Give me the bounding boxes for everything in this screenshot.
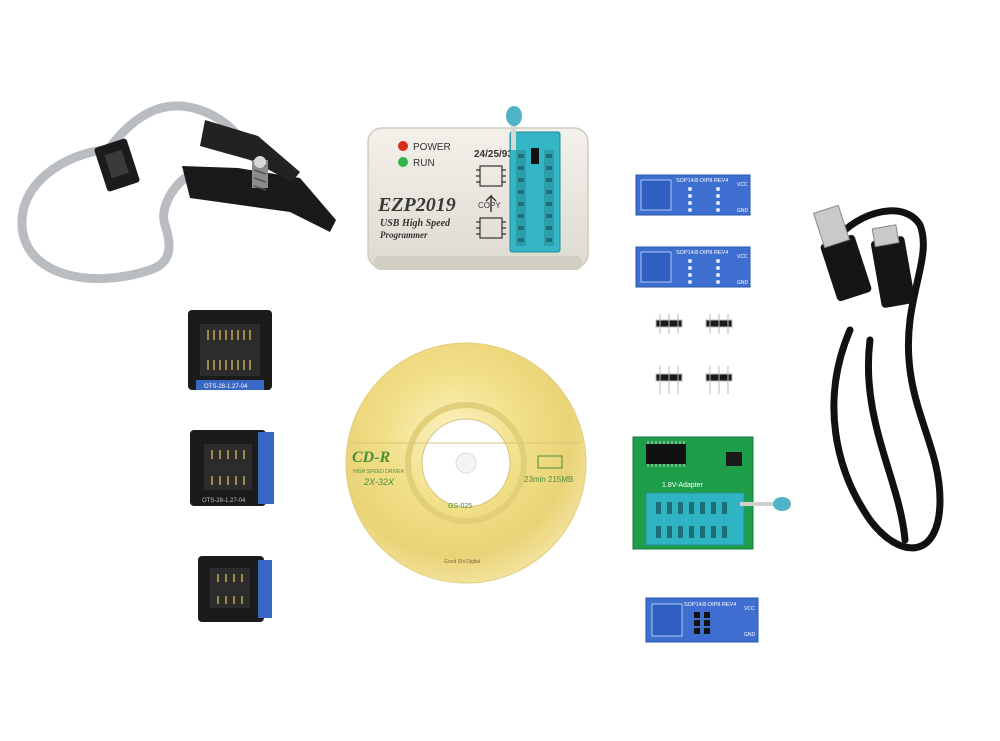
adapter-bottom-label: SOP14/8-DIP8 REV4 — [684, 602, 736, 608]
cd-logo-icon — [537, 455, 563, 469]
cd-brand: CD-R — [352, 449, 391, 466]
sop8-adapter-top: SOP14/8-DIP8 REV4 VCC GND — [635, 174, 751, 216]
chip-series-label: 24/25/93 — [474, 149, 513, 160]
subtitle-line2: Programmer — [380, 230, 428, 240]
zif-lever-icon — [506, 106, 522, 126]
usb-cable — [812, 204, 944, 552]
sop8-adapter-bottom: SOP14/8-DIP8 REV4 VCC GND — [645, 597, 759, 643]
adapter-1v8: 1.8V-Adapter — [632, 436, 791, 550]
usb-programmer: POWER RUN 24/25/93 COPY EZP2019 USB High… — [367, 106, 589, 270]
adapter-top-label: SOP14/8-DIP8 REV4 — [676, 178, 728, 184]
power-led-icon — [398, 141, 408, 151]
soic-test-clip — [17, 101, 336, 284]
cd-capacity: 23min 215MB — [524, 475, 573, 484]
socket-large-label: OTS-28-1.27-04 — [204, 384, 248, 390]
adapter-mid-vcc: VCC — [737, 254, 748, 260]
cd-bottom-text: Good Shi Digital — [444, 559, 480, 565]
adapter-1v8-zif-socket — [645, 492, 745, 546]
adapter-1v8-label: 1.8V-Adapter — [662, 482, 704, 489]
soic-socket-small — [198, 556, 272, 622]
soic-socket-medium: OTS-28-1.27-04 — [190, 430, 274, 506]
adapter-top-vcc: VCC — [737, 182, 748, 188]
arrow-up-icon — [485, 194, 497, 212]
subtitle-line1: USB High Speed — [380, 218, 451, 229]
cd-tagline: HIGH SPEED DRIVER — [353, 469, 405, 475]
adapter-mid-label: SOP14/8-DIP8 REV4 — [676, 250, 728, 256]
pin-header-set — [655, 314, 733, 394]
copy-label: COPY — [478, 201, 501, 210]
sop8-adapter-middle: SOP14/8-DIP8 REV4 VCC GND — [635, 246, 751, 288]
run-led-icon — [398, 157, 408, 167]
adapter-mid-gnd: GND — [737, 280, 749, 286]
adapter-1v8-lever-icon — [773, 497, 791, 511]
power-label: POWER — [413, 142, 451, 153]
adapter-top-gnd: GND — [737, 208, 749, 214]
cd-speed: 2X-32X — [363, 477, 395, 487]
run-label: RUN — [413, 158, 435, 169]
model-name: EZP2019 — [377, 194, 456, 216]
adapter-bottom-vcc: VCC — [744, 606, 755, 612]
soic-socket-large: OTS-28-1.27-04 — [188, 310, 272, 390]
socket-mid-label: OTS-28-1.27-04 — [202, 498, 246, 504]
cd-ring-text: GS-025 — [448, 503, 472, 510]
chip-outline-icon — [476, 165, 506, 239]
adapter-bottom-gnd: GND — [744, 632, 756, 638]
cd-disc: CD-R HIGH SPEED DRIVER 2X-32X 23min 215M… — [345, 342, 587, 584]
